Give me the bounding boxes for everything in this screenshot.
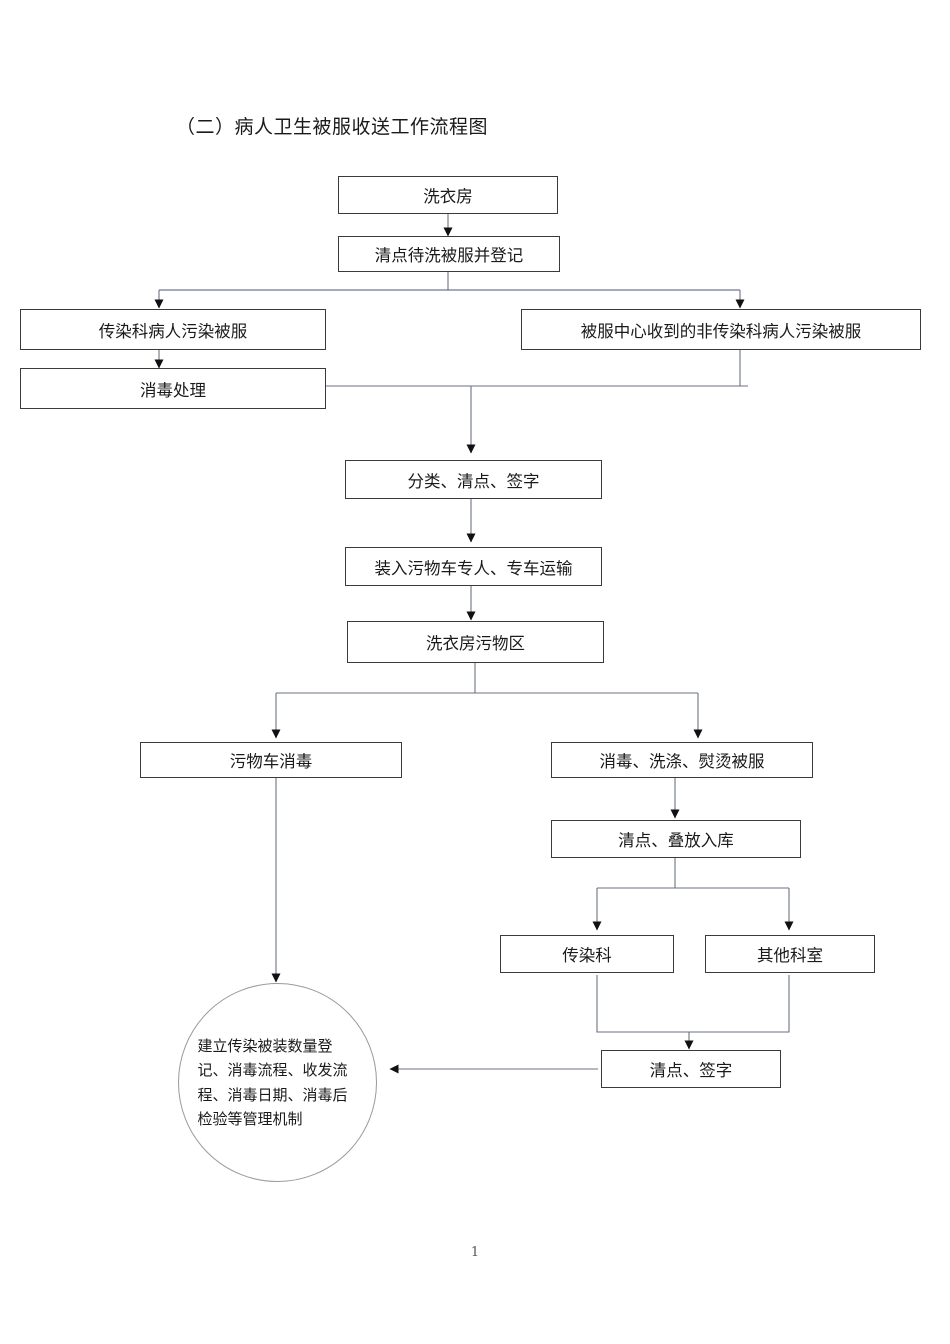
node-infectious-department[interactable]: 传染科 bbox=[500, 935, 674, 973]
node-laundry-dirty-zone[interactable]: 洗衣房污物区 bbox=[347, 621, 604, 663]
node-center-received-non-infectious[interactable]: 被服中心收到的非传染科病人污染被服 bbox=[521, 309, 921, 350]
node-disinfection-process[interactable]: 消毒处理 bbox=[20, 368, 326, 409]
node-count-register[interactable]: 清点待洗被服并登记 bbox=[338, 236, 560, 272]
node-management-mechanism[interactable]: 建立传染被装数量登记、消毒流程、收发流程、消毒日期、消毒后检验等管理机制 bbox=[178, 983, 377, 1182]
node-label: 被服中心收到的非传染科病人污染被服 bbox=[580, 321, 862, 341]
page-title: （二）病人卫生被服收送工作流程图 bbox=[176, 116, 489, 138]
edge-depts-merge bbox=[596, 975, 790, 1033]
node-label: 传染科 bbox=[562, 946, 612, 965]
node-laundry-room[interactable]: 洗衣房 bbox=[338, 176, 558, 214]
node-label: 清点、签字 bbox=[649, 1061, 733, 1080]
node-label: 消毒处理 bbox=[140, 380, 206, 400]
node-label: 分类、清点、签字 bbox=[407, 471, 540, 491]
node-label: 清点、叠放入库 bbox=[618, 831, 734, 850]
node-count-fold-store[interactable]: 清点、叠放入库 bbox=[551, 820, 801, 858]
node-other-departments[interactable]: 其他科室 bbox=[705, 935, 875, 973]
node-load-cart-transport[interactable]: 装入污物车专人、专车运输 bbox=[345, 547, 602, 586]
node-label: 洗衣房污物区 bbox=[426, 634, 525, 653]
node-label: 传染科病人污染被服 bbox=[98, 321, 248, 341]
node-label: 装入污物车专人、专车运输 bbox=[374, 558, 573, 578]
node-label: 洗衣房 bbox=[423, 187, 473, 206]
node-label: 污物车消毒 bbox=[229, 752, 313, 771]
node-count-sign[interactable]: 清点、签字 bbox=[601, 1050, 781, 1088]
node-cart-disinfection[interactable]: 污物车消毒 bbox=[140, 742, 402, 778]
node-label: 消毒、洗涤、熨烫被服 bbox=[599, 752, 765, 771]
node-disinfect-wash-iron[interactable]: 消毒、洗涤、熨烫被服 bbox=[551, 742, 813, 778]
node-label: 建立传染被装数量登记、消毒流程、收发流程、消毒日期、消毒后检验等管理机制 bbox=[197, 1036, 348, 1128]
node-infectious-dept-soiled[interactable]: 传染科病人污染被服 bbox=[20, 309, 326, 350]
node-sort-count-sign[interactable]: 分类、清点、签字 bbox=[345, 460, 602, 499]
page-number: 1 bbox=[470, 1245, 480, 1260]
node-label: 清点待洗被服并登记 bbox=[374, 246, 524, 265]
node-label: 其他科室 bbox=[757, 946, 823, 965]
